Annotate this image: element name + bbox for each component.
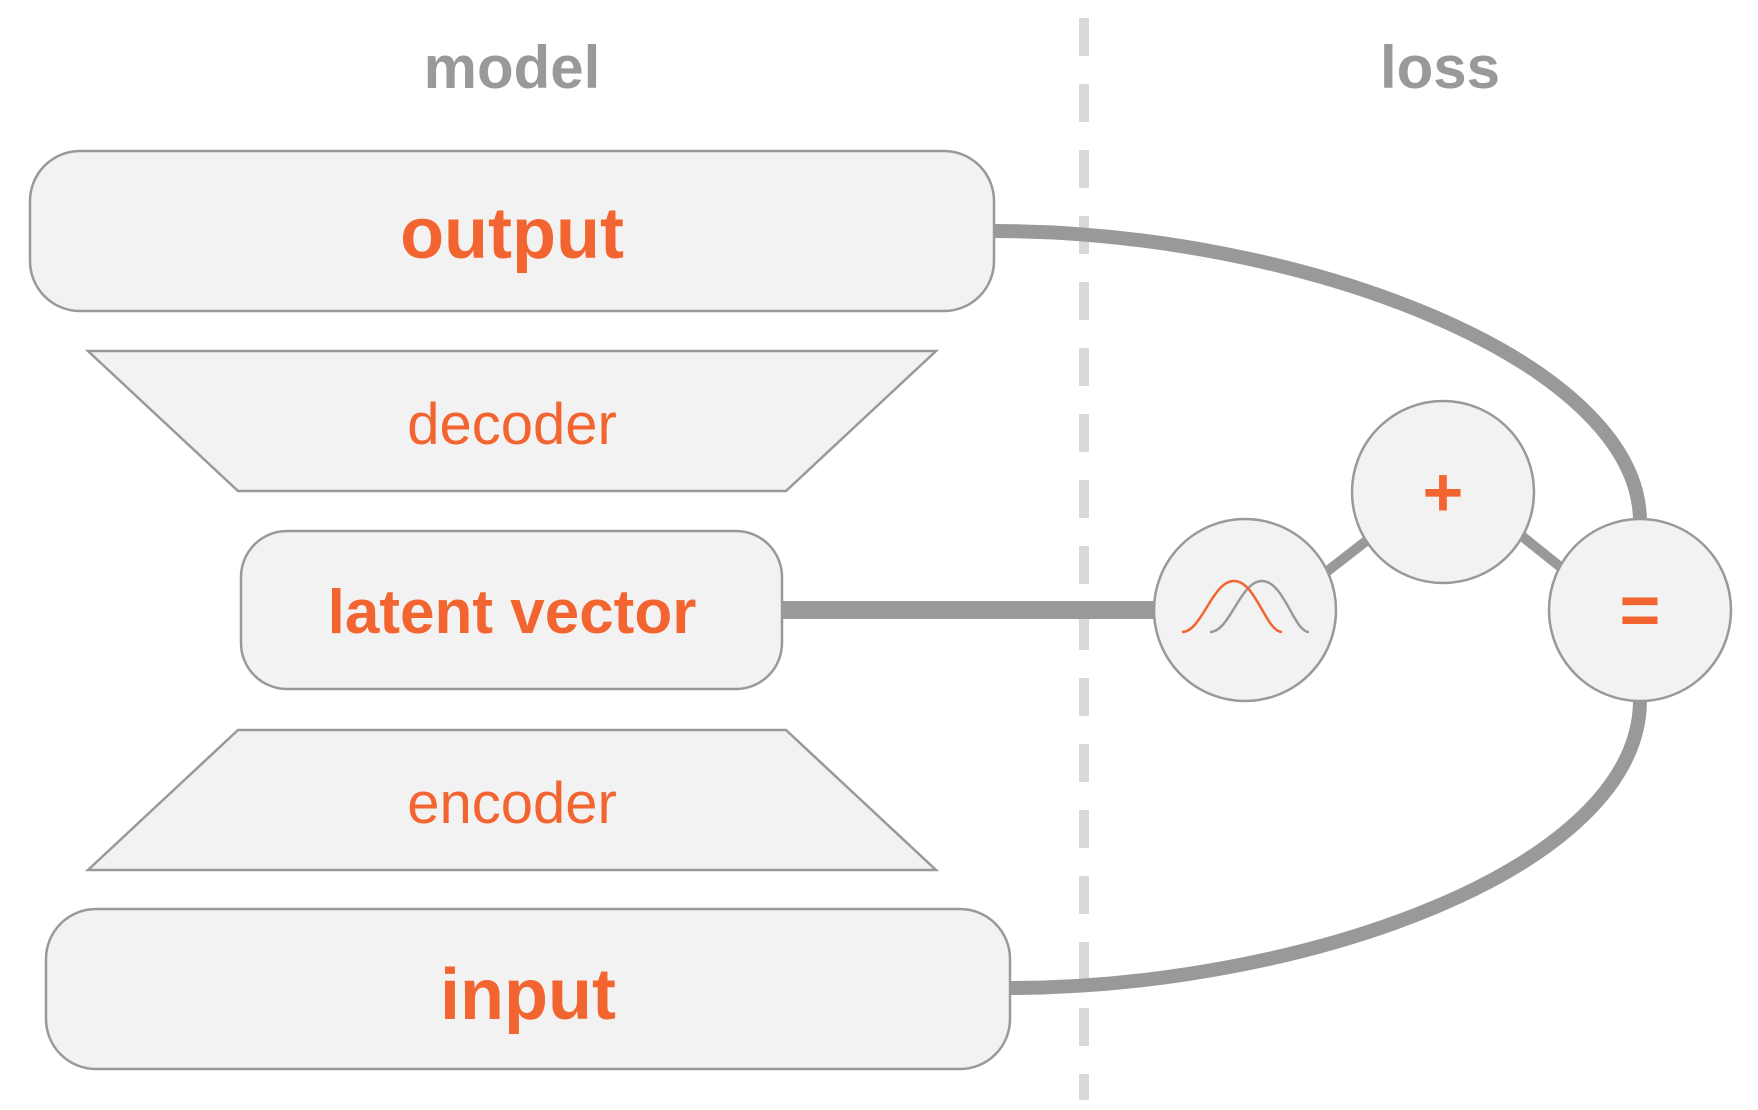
plus-node: + (1350, 399, 1536, 585)
distribution-node (1152, 517, 1338, 703)
input-label: input (440, 955, 616, 1035)
encoder-block: encoder (84, 728, 940, 872)
latent-vector-label: latent vector (328, 578, 697, 647)
encoder-label: encoder (407, 771, 617, 836)
plus-symbol: + (1423, 453, 1464, 531)
latent-vector-box: latent vector (239, 529, 784, 691)
input-box: input (44, 907, 1012, 1071)
decoder-label: decoder (407, 392, 617, 457)
equals-node: = (1547, 517, 1733, 703)
model-header: model (424, 34, 601, 101)
loss-header: loss (1380, 34, 1500, 101)
equals-symbol: = (1620, 571, 1661, 649)
gaussian-curves-icon (1181, 579, 1310, 634)
decoder-block: decoder (84, 349, 940, 493)
output-label: output (400, 194, 624, 274)
distribution-to-plus-connector (1321, 534, 1374, 577)
output-box: output (28, 149, 996, 313)
output-to-equals-connector (993, 224, 1647, 523)
input-to-equals-connector (1007, 699, 1647, 995)
plus-to-equals-connector (1514, 529, 1567, 573)
